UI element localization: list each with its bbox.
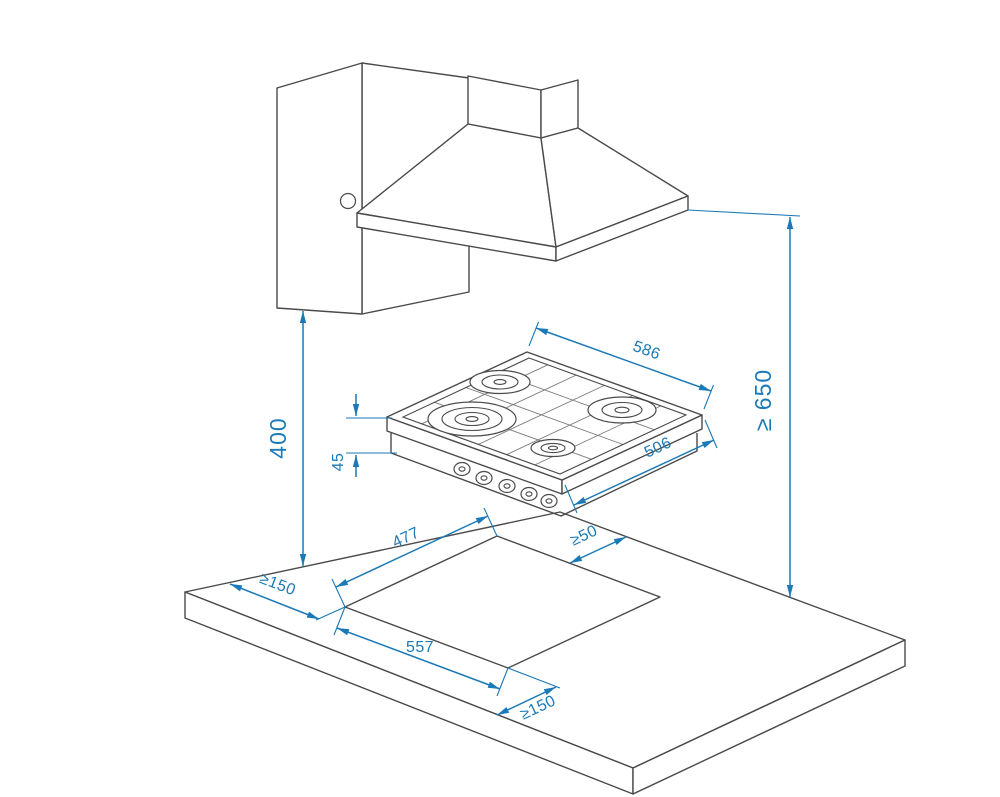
- hob-knob: [453, 461, 471, 477]
- gas-hob: [386, 351, 703, 517]
- hob-burner-wok: [427, 401, 517, 437]
- cabinet-duct-hole: [339, 192, 357, 210]
- hob-knob: [498, 478, 516, 494]
- hob-knob-cap: [480, 475, 488, 481]
- burner-cap: [614, 406, 630, 414]
- dim-extension-line: [528, 321, 540, 347]
- dim-extension-line: [703, 384, 715, 410]
- dim-extension-line: [483, 507, 498, 537]
- dim-line: [229, 583, 320, 620]
- burner-outer-ring: [427, 401, 517, 437]
- cabinet-front-face: [276, 62, 363, 315]
- dim-extension-line: [687, 209, 801, 217]
- dim-45-label: 45: [330, 453, 347, 472]
- dimension-557: 557: [333, 606, 509, 697]
- dim-extension-line: [564, 484, 578, 514]
- burner-cap: [547, 445, 559, 451]
- burner-ring: [601, 401, 643, 419]
- burner-ring: [454, 411, 490, 427]
- dim-557-label: 557: [406, 639, 434, 656]
- dim-line: [496, 686, 557, 716]
- burner-ring: [540, 442, 566, 454]
- worktop: [184, 511, 906, 795]
- grate-bar: [465, 387, 624, 445]
- burner-outer-ring: [530, 438, 576, 458]
- hob-knob: [540, 493, 558, 509]
- hob-knob: [475, 470, 493, 486]
- burner-ring: [441, 406, 503, 432]
- burner-cap: [465, 416, 479, 422]
- dim-line: [535, 327, 712, 392]
- hob-burner-right: [587, 396, 657, 424]
- dim-400-label: 400: [265, 417, 291, 458]
- dim-586-label: 586: [631, 338, 663, 364]
- dimension-45: 45: [330, 394, 397, 477]
- dim-line: [569, 536, 627, 564]
- dimension-min-650: ≥ 650: [687, 209, 801, 597]
- dimension-400: 400: [265, 311, 307, 566]
- dim-extension-line: [704, 419, 718, 449]
- dim-line: [335, 515, 489, 588]
- dim-line: [573, 439, 715, 506]
- burner-outer-ring: [587, 396, 657, 424]
- burner-cap: [493, 379, 507, 385]
- cooker-hood: [356, 75, 689, 262]
- dim-extension-line: [507, 667, 561, 689]
- hob-burner-front: [530, 438, 576, 458]
- hob-knob-cap: [525, 491, 533, 497]
- dim-650-label: ≥ 650: [750, 369, 776, 431]
- hob-burner-back-left: [469, 369, 531, 395]
- hob-knob: [520, 486, 538, 502]
- hob-knob-cap: [503, 483, 511, 489]
- burner-outer-ring: [469, 369, 531, 395]
- dim-extension-line: [331, 578, 346, 608]
- hob-knob-cap: [458, 466, 466, 472]
- hob-control-knobs: [453, 461, 558, 509]
- hob-knob-cap: [545, 498, 553, 504]
- worktop-right-face: [632, 639, 906, 795]
- burner-ring: [481, 374, 519, 390]
- dim-extension-line: [333, 606, 346, 636]
- hob-inner-frame: [401, 357, 688, 475]
- dim-line: [336, 627, 501, 690]
- dim-extension-line: [315, 606, 346, 621]
